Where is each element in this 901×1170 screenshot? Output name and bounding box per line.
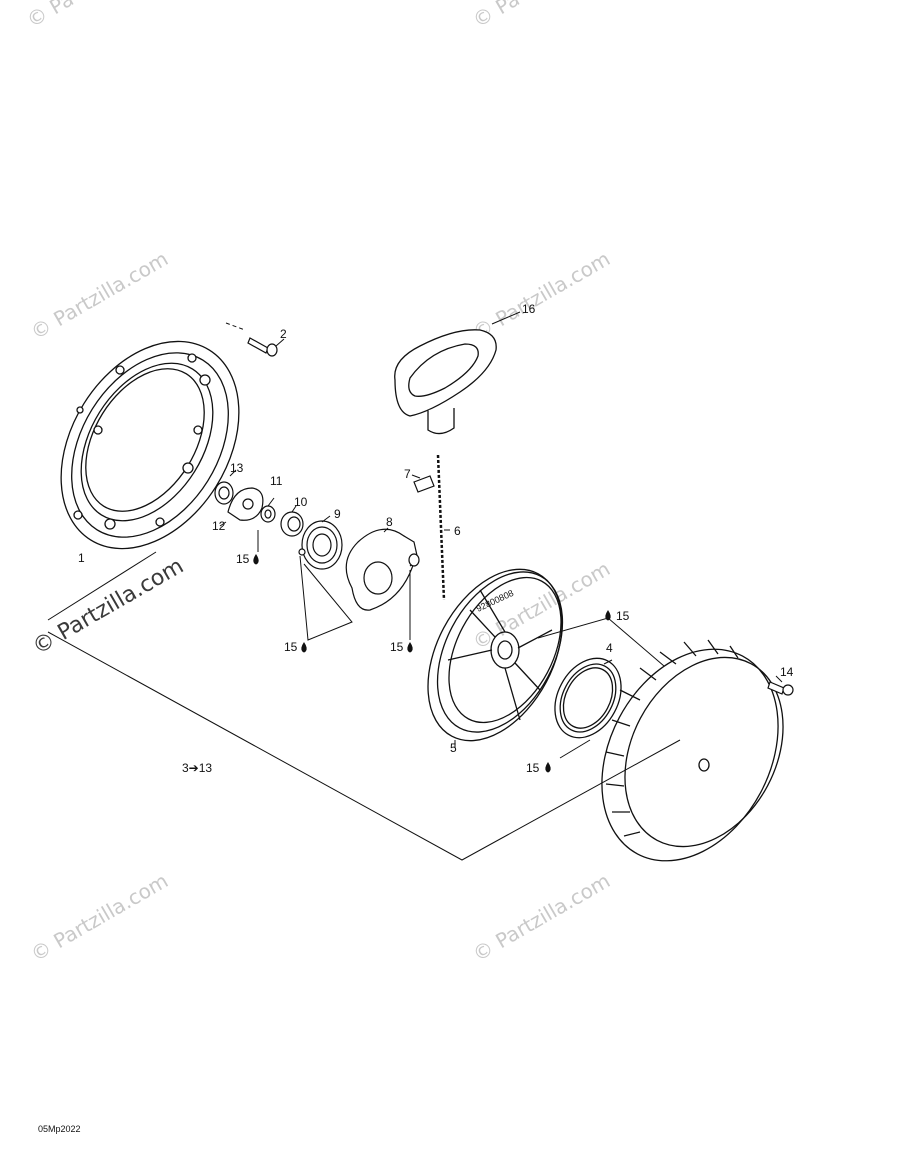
- watermark-lower-left: © Partzilla.com: [27, 868, 173, 966]
- watermark-main: © Partzilla.com: [29, 554, 189, 661]
- bolt-2: [247, 337, 278, 357]
- callout-2: 2: [280, 327, 287, 341]
- starter-cover: [601, 639, 784, 862]
- oil-drop-icon: [545, 762, 551, 773]
- callout-15-b: 15: [284, 640, 298, 654]
- bushing-11: [260, 505, 276, 523]
- housing-ring: [60, 340, 240, 550]
- callout-14: 14: [780, 665, 794, 679]
- callout-13: 13: [230, 461, 244, 475]
- oil-drop-icon: [407, 642, 413, 653]
- oil-drop-icon: [605, 610, 611, 621]
- callout-9: 9: [334, 507, 341, 521]
- callout-16: 16: [522, 302, 536, 316]
- rope-6: [436, 454, 446, 601]
- callout-7: 7: [404, 467, 411, 481]
- callout-5: 5: [450, 741, 457, 755]
- spring-4: [554, 657, 622, 739]
- seal-13: [214, 481, 234, 505]
- callout-labels: 1 2 3➔13 4 5 6 7 8 9 10 11 12 13 14 16 1…: [78, 302, 794, 775]
- callout-8: 8: [386, 515, 393, 529]
- callout-12: 12: [212, 519, 226, 533]
- callout-15-a: 15: [236, 552, 250, 566]
- callout-15-e: 15: [526, 761, 540, 775]
- callout-15-c: 15: [390, 640, 404, 654]
- pulley-5: [427, 568, 564, 742]
- callout-10: 10: [294, 495, 308, 509]
- watermark-layer: © Pa © Pa © Partzilla.com © Partzilla.co…: [23, 0, 615, 966]
- watermark-corner-right: © Pa: [469, 0, 524, 32]
- handle-16: [394, 329, 497, 435]
- plate-8: [345, 528, 420, 611]
- oil-drop-icon: [253, 554, 259, 565]
- spring-9: [298, 520, 343, 570]
- drawing-code: 05Mp2022: [38, 1124, 81, 1134]
- key-7: [413, 475, 435, 493]
- callout-6: 6: [454, 524, 461, 538]
- callout-11: 11: [270, 474, 283, 488]
- leader-2b: [275, 338, 285, 347]
- watermark-lower-right: © Partzilla.com: [469, 868, 615, 966]
- oil-drop-icon: [301, 642, 307, 653]
- watermark-upper-right: © Partzilla.com: [469, 246, 615, 344]
- callout-3-13: 3➔13: [182, 761, 212, 775]
- watermark-upper-left: © Partzilla.com: [27, 246, 173, 344]
- oil-drop-icons: [253, 554, 611, 773]
- callout-15-d: 15: [616, 609, 630, 623]
- leader-2: [225, 322, 246, 331]
- callout-1: 1: [78, 551, 85, 565]
- cam-10: [280, 511, 304, 537]
- leader-16: [491, 311, 521, 325]
- bolt-14: [767, 681, 794, 696]
- callout-4: 4: [606, 641, 613, 655]
- watermark-corner-left: © Pa: [23, 0, 78, 32]
- plate-12: [227, 487, 264, 521]
